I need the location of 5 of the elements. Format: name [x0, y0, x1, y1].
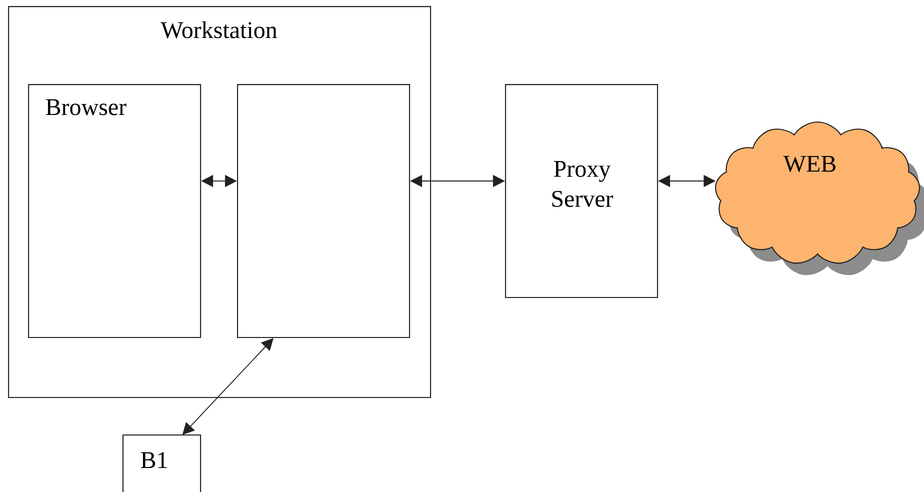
server-box: Proxy Server — [505, 84, 658, 298]
cloud: WEB — [714, 121, 924, 276]
small-box: B1 — [122, 434, 202, 492]
component-box: Browser — [28, 84, 202, 338]
component-box — [237, 84, 410, 338]
